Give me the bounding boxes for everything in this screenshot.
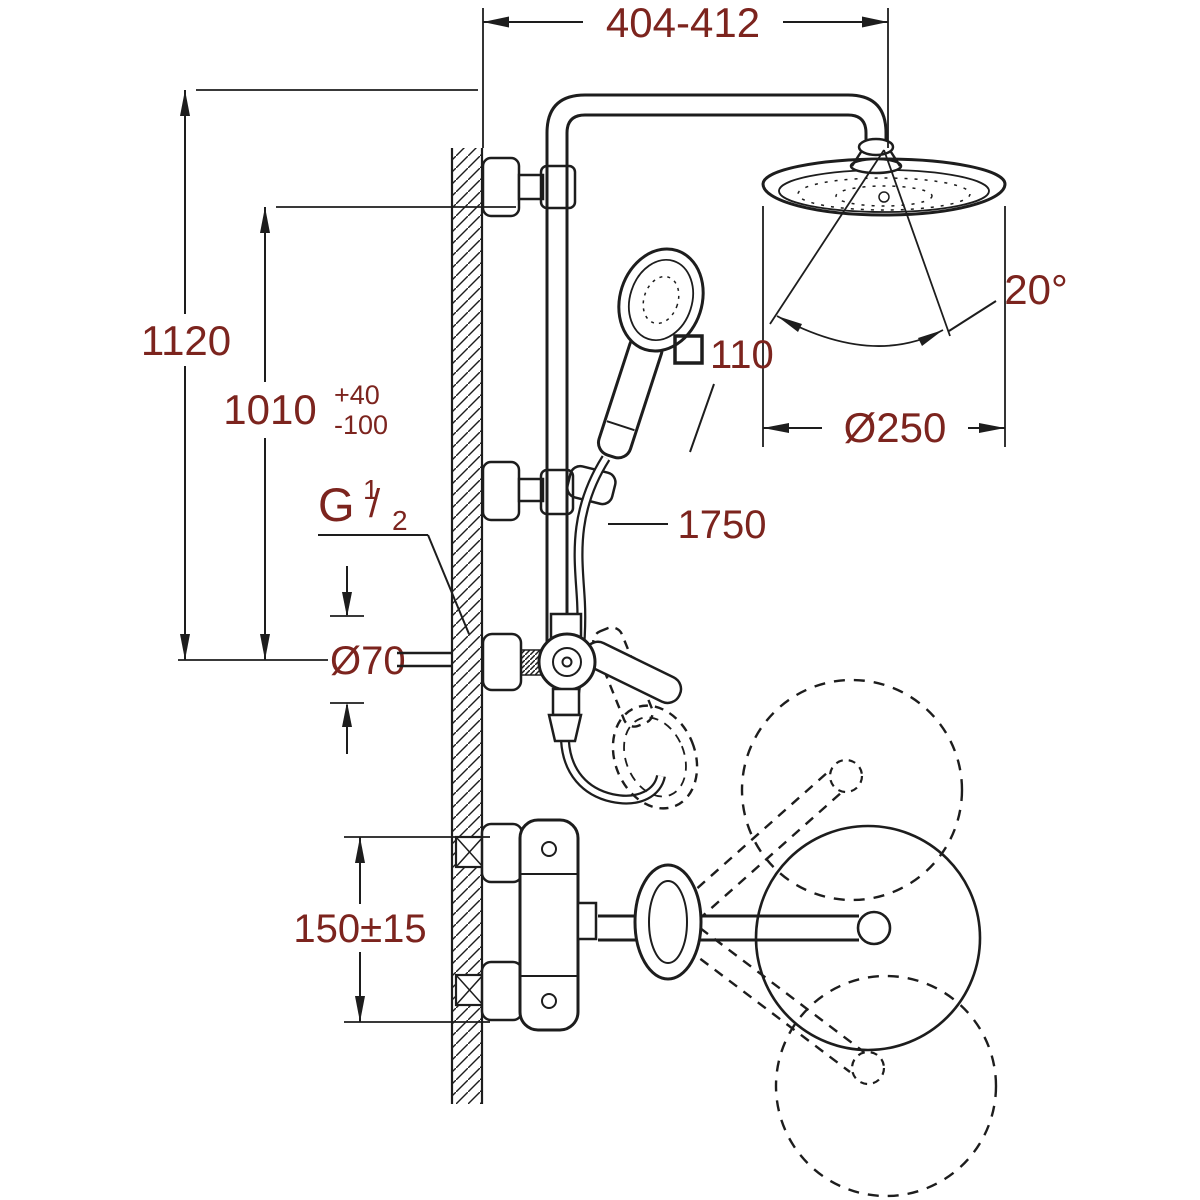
- label-hose-length: 1750: [608, 503, 766, 547]
- thread-denominator: 2: [392, 505, 408, 536]
- wall-section-hatch: [450, 148, 484, 1104]
- dim-supply-escutcheon: Ø70: [330, 566, 452, 754]
- dim-label-riser-tol-plus: +40: [334, 380, 380, 410]
- dim-label-top-width: 404-412: [606, 0, 760, 46]
- dim-label-connection-spacing: 150±15: [293, 907, 426, 951]
- label-hand-shower-size: 110: [673, 333, 774, 453]
- dim-riser-height: 1010 +40 -100: [223, 206, 516, 660]
- square-symbol: [673, 334, 704, 365]
- mixer-lever: [583, 640, 683, 705]
- dim-head-tilt: 20°: [769, 149, 1068, 347]
- dim-label-hose-length: 1750: [678, 503, 767, 547]
- dim-top-width: 404-412: [482, 0, 889, 148]
- thread-numerator: 1: [363, 474, 379, 505]
- hand-shower: [596, 247, 705, 460]
- shower-mixer-valve: [481, 612, 683, 743]
- thread-letter: G: [318, 478, 355, 531]
- dim-label-supply-escutcheon: Ø70: [330, 639, 406, 683]
- dim-label-riser-height: 1010: [223, 386, 316, 433]
- thread-slash: /: [369, 482, 381, 526]
- dim-label-head-tilt: 20°: [1004, 266, 1068, 313]
- supply-escutcheon-top: [480, 822, 524, 884]
- dim-label-head-diameter: Ø250: [844, 404, 947, 451]
- spout-joint-escutcheon: [633, 863, 703, 981]
- mixer-body-lower: [518, 818, 580, 1032]
- mixer-wall-escutcheon: [481, 632, 523, 692]
- shower-riser-pipe: [545, 93, 888, 642]
- swivel-range-dashed: [683, 678, 998, 1198]
- hand-shower-head: [617, 247, 705, 353]
- dim-connection-spacing: 150±15: [293, 836, 490, 1023]
- spout-disc: [754, 824, 982, 1052]
- hose-nut: [547, 713, 583, 743]
- dim-label-riser-tol-minus: -100: [334, 410, 388, 440]
- dim-total-height: 1120: [141, 89, 478, 661]
- lower-mixer-assembly: [454, 818, 598, 1032]
- dim-head-diameter: Ø250: [762, 206, 1006, 451]
- spout-hub: [856, 910, 892, 946]
- mixer-body: [537, 632, 597, 692]
- label-thread-size: G 1 / 2: [318, 474, 470, 635]
- wall-bracket-top: [481, 156, 577, 218]
- dim-label-total-height: 1120: [141, 317, 231, 364]
- supply-escutcheon-bottom: [480, 960, 524, 1022]
- hand-shower-holder: [481, 460, 617, 522]
- swivel-spout: [598, 824, 982, 1052]
- dim-label-hand-shower-size: 110: [710, 333, 774, 377]
